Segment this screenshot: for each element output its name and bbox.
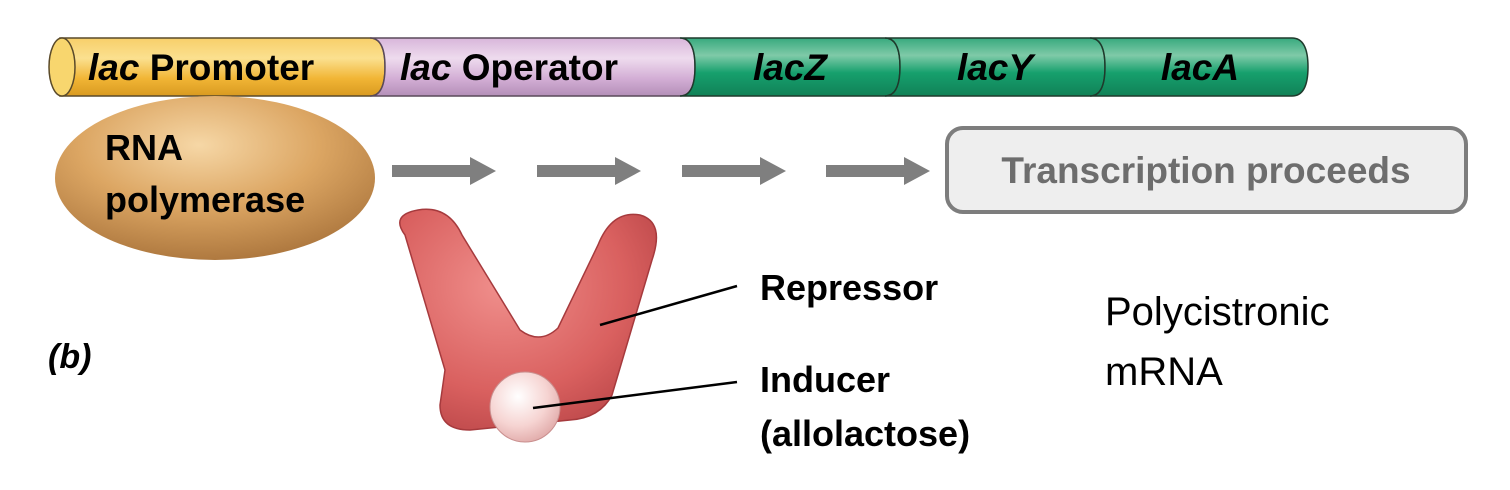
inducer-label-line1: Inducer [760,359,890,400]
tube-end-cap [48,37,76,97]
transcription-arrows [392,157,930,185]
inducer-label-line2: (allolactose) [760,413,970,454]
polycistronic-mrna-line1: Polycistronic [1105,290,1330,334]
lac-operator-label: lac Operator [400,47,618,88]
polycistronic-mrna-line2: mRNA [1105,350,1223,394]
dna-strand: lac Promoter lac Operator lacZ lacY lacA [48,37,1309,97]
rna-polymerase-label-line1: RNA [105,127,183,168]
transcription-proceeds-box: Transcription proceeds [945,126,1468,214]
lacA-segment [1089,37,1309,97]
arrow-icon [826,157,930,185]
lacZ-label: lacZ [753,47,828,88]
rna-polymerase-shape [55,96,375,260]
lac-promoter-label: lac Promoter [88,47,314,88]
lacA-label: lacA [1161,47,1239,88]
arrow-icon [392,157,496,185]
rna-polymerase: RNA polymerase [55,96,375,260]
transcription-proceeds-text: Transcription proceeds [1001,150,1410,191]
inducer-callout-line [532,380,738,410]
repressor [399,208,658,443]
rna-polymerase-label-line2: polymerase [105,179,305,220]
arrow-icon [537,157,641,185]
inducer-molecule [489,371,561,443]
repressor-callout-line [599,284,738,327]
lacY-label: lacY [957,47,1036,88]
repressor-label: Repressor [760,267,938,308]
arrow-icon [682,157,786,185]
figure-panel-label: (b) [48,338,91,376]
